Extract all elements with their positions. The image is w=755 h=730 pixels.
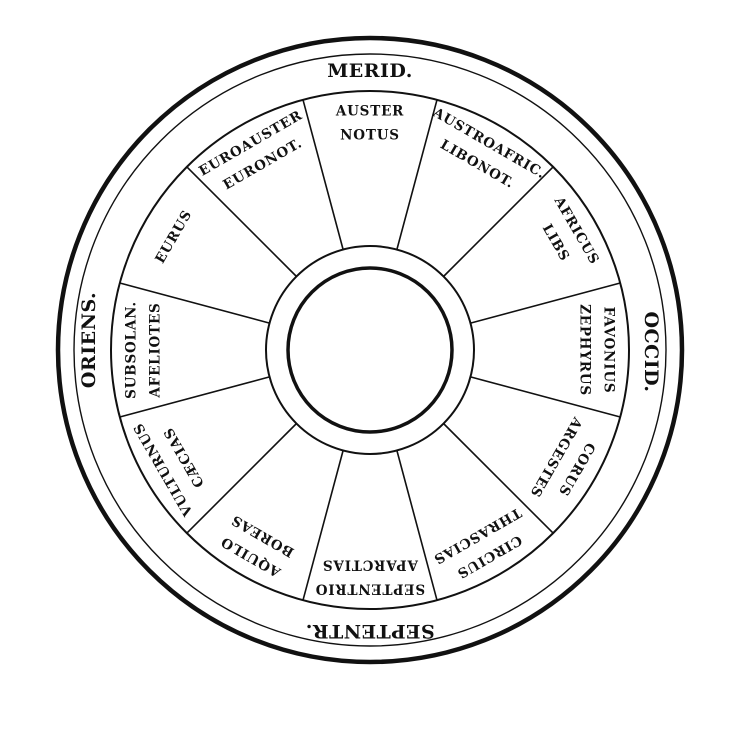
sector-divider (442, 422, 554, 534)
wind-sector: SEPTENTRIO APARCTIAS (315, 557, 425, 597)
sector-divider (396, 450, 438, 601)
wind-sector: AUSTROAFRIC.LIBONOT. (429, 104, 548, 192)
sector-divider (302, 99, 344, 250)
cardinal-label-south: MERID. (327, 60, 413, 82)
sector-divider (186, 166, 298, 278)
cardinal-label-north: SEPTENTR. (305, 620, 435, 642)
outer-ring (55, 35, 685, 665)
wind-name-secondary: NOTUS (340, 128, 400, 144)
sector-divider (119, 282, 270, 324)
wind-name-secondary: APARCTIAS (322, 557, 419, 573)
wind-name-primary: FAVONIUS (601, 307, 617, 394)
wind-sector: AUSTER NOTUS (335, 104, 404, 144)
hub-inner-circle (286, 266, 454, 434)
hub-outer-circle (265, 245, 475, 455)
wind-sector: SUBSOLAN. AFELIOTES (124, 301, 164, 399)
wind-name-secondary: ZEPHYRUS (577, 304, 593, 396)
wind-name-primary: AUSTER (335, 104, 404, 120)
wind-name-secondary: AFELIOTES (148, 302, 164, 398)
cardinal-band-inner-edge (110, 90, 630, 610)
outer-ring-inner-edge (73, 53, 667, 647)
sector-divider (442, 166, 554, 278)
sector-divider (470, 376, 621, 418)
wind-sector: EURUS (152, 207, 195, 266)
sector-divider (396, 99, 438, 250)
wind-name-primary: SUBSOLAN. (124, 301, 140, 399)
wind-sector: FAVONIUS ZEPHYRUS (577, 304, 617, 396)
wind-name-primary: SEPTENTRIO (315, 581, 425, 597)
sector-divider (470, 282, 621, 324)
cardinal-label-east: ORIENS. (78, 292, 100, 388)
cardinal-label-west: OCCID. (640, 311, 662, 392)
sector-divider (119, 376, 270, 418)
wind-name-primary: EURUS (152, 207, 195, 266)
sector-divider (302, 450, 344, 601)
sector-divider (186, 422, 298, 534)
sector-dividers (119, 99, 621, 601)
